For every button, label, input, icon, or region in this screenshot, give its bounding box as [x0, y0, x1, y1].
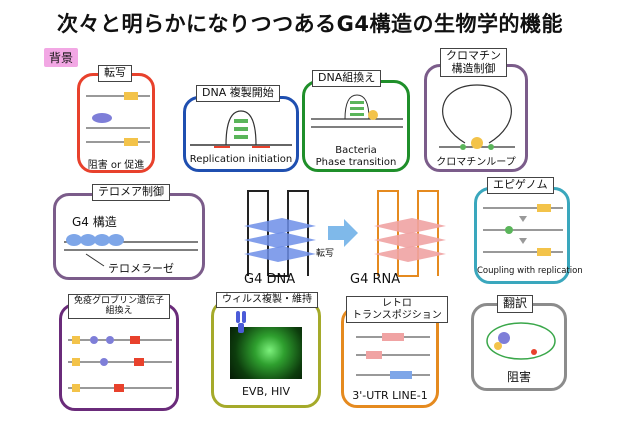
replication-tag: DNA 複製開始	[196, 85, 280, 102]
ribosome-schematic	[486, 322, 556, 360]
enzyme-icon	[368, 110, 378, 120]
retro-caption: 3'-UTR LINE-1	[352, 389, 428, 402]
retro-tag: レトロ トランスポジション	[346, 296, 448, 323]
ribosome-icon	[498, 332, 510, 344]
immunoglobulin-tag: 免疫グロブリン遺伝子 組換え	[68, 294, 171, 319]
transcription-tag: 転写	[98, 65, 132, 82]
virus-tag: ウィルス複製・維持	[216, 292, 318, 308]
gene-block-icon	[124, 92, 138, 100]
panel-replication: Replication initiation	[183, 96, 299, 172]
virus-micrograph	[230, 327, 302, 379]
chromatin-loop-schematic	[439, 84, 515, 150]
virus-caption: EVB, HIV	[241, 385, 291, 398]
panel-retro: 3'-UTR LINE-1	[341, 306, 439, 408]
g4-center-diagram	[244, 190, 446, 277]
panel-chromatin: クロマチンループ	[424, 64, 528, 172]
panel-telomere: G4 構造 テロメラーゼ	[53, 193, 205, 280]
panel-virus: EVB, HIV	[211, 300, 321, 408]
g4-rna-label: G4 RNA	[350, 272, 401, 287]
loop-anchor-icon	[471, 137, 483, 149]
page-title: 次々と明らかになりつつあるG4構造の生物学的機能	[56, 12, 564, 36]
telomere-tag: テロメア制御	[92, 184, 170, 201]
chromatin-tag-line2: 構造制御	[451, 61, 496, 75]
chromatin-tag: クロマチン 構造制御	[440, 48, 507, 78]
recombination-caption-1: Bacteria	[335, 145, 377, 156]
antibody-icon	[236, 311, 246, 333]
immunoglobulin-tag-line2: 組換え	[105, 306, 133, 317]
panel-transcription: 阻害 or 促進	[77, 73, 155, 173]
g4-dna-label: G4 DNA	[244, 272, 296, 287]
retro-tag-line2: トランスポジション	[352, 309, 442, 321]
recombination-caption-2: Phase transition	[315, 157, 397, 168]
immunoglobulin-schematic	[68, 336, 172, 392]
polymerase-icon	[92, 113, 112, 123]
panel-immunoglobulin	[59, 303, 179, 411]
g4-rna-structure	[374, 190, 446, 277]
transcription-schematic	[86, 92, 150, 146]
transcription-arrow	[328, 219, 358, 247]
transcription-caption: 阻害 or 促進	[87, 160, 145, 171]
telomere-g4-label: G4 構造	[72, 215, 117, 229]
chromatin-caption: クロマチンループ	[436, 157, 516, 168]
telomere-schematic	[64, 234, 198, 267]
retro-tag-line1: レトロ	[381, 298, 412, 309]
translation-tag: 翻訳	[497, 295, 534, 313]
telomere-enzyme-label: テロメラーゼ	[108, 262, 174, 275]
translation-caption: 阻害	[506, 370, 531, 384]
immunoglobulin-tag-line1: 免疫グロブリン遺伝子	[74, 296, 165, 306]
panel-recombination: Bacteria Phase transition	[302, 80, 410, 172]
panel-translation: 阻害	[471, 303, 567, 391]
epigenome-schematic	[483, 204, 563, 256]
replication-schematic	[190, 110, 292, 148]
g4-dna-structure	[244, 190, 316, 277]
chromatin-tag-line1: クロマチン	[446, 49, 501, 62]
replication-caption: Replication initiation	[189, 154, 293, 165]
background-label: 背景	[44, 48, 79, 67]
recombination-schematic	[311, 94, 403, 128]
retro-schematic	[356, 333, 430, 379]
panel-epigenome: Coupling with replication	[474, 187, 583, 284]
epigenome-caption: Coupling with replication	[477, 266, 583, 276]
center-arrow-label: 転写	[316, 249, 335, 259]
epigenome-tag: エピゲノム	[487, 177, 554, 194]
recombination-tag: DNA組換え	[312, 70, 382, 87]
